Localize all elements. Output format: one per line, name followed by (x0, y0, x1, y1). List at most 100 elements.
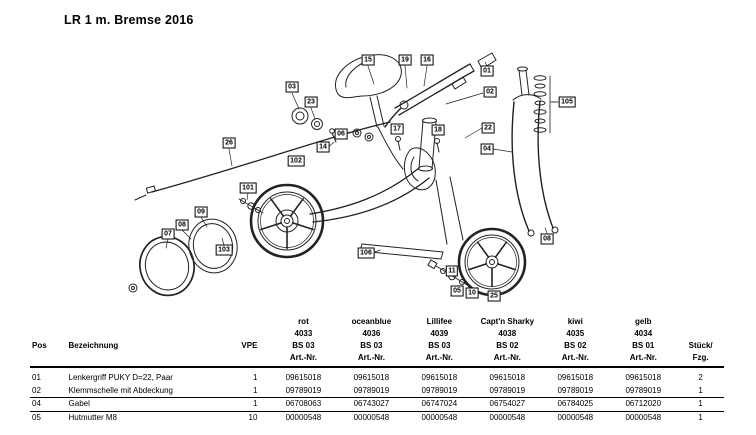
header-cell: 4036 (362, 329, 381, 338)
header-cell (677, 316, 724, 328)
table-cell: 09789019 (625, 385, 662, 395)
header-cell (66, 352, 235, 368)
part-label-08: 08 (175, 219, 189, 231)
table-cell: 09615018 (421, 373, 458, 382)
table-cell: 1 (252, 373, 258, 382)
part-label-17: 17 (390, 123, 404, 135)
table-cell: 2 (698, 373, 703, 382)
table-cell: 1 (252, 385, 258, 395)
header-cell: BS 02 (564, 341, 587, 350)
diagram-drawing (128, 52, 561, 297)
part-label-26: 26 (222, 137, 236, 149)
table-cell: 06747024 (405, 397, 474, 411)
table-cell: 09789019 (489, 385, 526, 395)
header-cell: Fzg. (677, 352, 724, 368)
table-cell: Hutmutter M8 (66, 410, 235, 424)
header-cell: BS 03 (360, 341, 383, 350)
header-cell: BS 02 (496, 341, 519, 350)
part-label-23: 23 (304, 96, 318, 108)
table-cell: 09615018 (557, 373, 594, 382)
header-cell: Art.-Nr. (473, 352, 542, 368)
header-cell: Stück/ (688, 341, 713, 350)
header-cell: 4038 (498, 329, 517, 338)
table-header-row: Art.-Nr.Art.-Nr.Art.-Nr.Art.-Nr.Art.-Nr.… (30, 352, 724, 368)
part-label-103: 103 (215, 244, 233, 256)
header-cell: Capt'n Sharky (480, 317, 535, 326)
header-cell (235, 316, 269, 328)
table-cell: 06712020 (609, 397, 678, 411)
table-row: 01 Lenkergriff PUKY D=22, Paar 1 09615018 09… (30, 367, 724, 385)
part-label-08: 08 (540, 233, 554, 245)
header-cell: Art.-Nr. (337, 352, 406, 368)
header-cell: 4033 (294, 329, 313, 338)
table-cell: 09615018 (625, 373, 662, 382)
table-cell: Lenkergriff PUKY D=22, Paar (68, 373, 173, 382)
header-cell: Art.-Nr. (269, 352, 338, 368)
header-cell (30, 316, 67, 328)
table-cell: 00000548 (609, 410, 678, 424)
table-cell: 06708063 (269, 397, 338, 411)
header-cell: Art.-Nr. (541, 352, 610, 368)
part-label-105: 105 (558, 96, 576, 108)
table-cell: 06784025 (541, 397, 610, 411)
table-cell: 00000548 (405, 410, 474, 424)
part-label-03: 03 (285, 81, 299, 93)
table-cell: 06743027 (337, 397, 406, 411)
header-cell: 4039 (430, 329, 449, 338)
table-cell: 09789019 (285, 385, 322, 395)
header-cell (677, 328, 724, 340)
header-cell: Pos (32, 341, 47, 350)
table-header: rot oceanblue Lillifee Capt'n Sharky kiwi gel… (30, 316, 724, 368)
header-cell (30, 352, 67, 368)
table-cell: 04 (30, 397, 67, 411)
header-cell: kiwi (567, 317, 583, 326)
header-cell: Lillifee (426, 317, 453, 326)
header-cell: BS 03 (428, 341, 451, 350)
part-label-07: 07 (161, 228, 175, 240)
table-cell: 00000548 (473, 410, 542, 424)
part-label-11: 11 (445, 265, 459, 277)
header-cell: gelb (635, 317, 652, 326)
part-label-05: 05 (450, 285, 464, 297)
table-cell: Klemmschelle mit Abdeckung (68, 385, 174, 395)
part-label-04: 04 (480, 143, 494, 155)
part-label-15: 15 (361, 54, 375, 66)
part-label-19: 19 (398, 54, 412, 66)
parts-table: rot oceanblue Lillifee Capt'n Sharky kiwi gel… (30, 316, 724, 424)
part-label-16: 16 (420, 54, 434, 66)
header-cell (67, 328, 235, 340)
table-cell: 1 (677, 410, 724, 424)
part-label-01: 01 (480, 65, 494, 77)
header-cell: oceanblue (351, 317, 392, 326)
table-cell: 1 (234, 397, 270, 411)
table-cell: 06754027 (473, 397, 542, 411)
table-cell: 00000548 (541, 410, 610, 424)
table-cell: 01 (32, 373, 41, 382)
table-cell: Gabel (66, 397, 235, 411)
header-cell (30, 328, 67, 340)
table-cell: 09615018 (489, 373, 526, 382)
header-cell: Art.-Nr. (609, 352, 678, 368)
table-cell: 09615018 (285, 373, 322, 382)
header-cell: BS 03 (292, 341, 315, 350)
table-cell: 10 (234, 410, 270, 424)
header-cell: 4034 (634, 329, 653, 338)
page-title: LR 1 m. Bremse 2016 (64, 13, 194, 27)
header-cell (235, 328, 269, 340)
part-label-101: 101 (239, 182, 257, 194)
table-cell: 09789019 (557, 385, 594, 395)
table-cell: 05 (30, 410, 67, 424)
header-cell: rot (298, 317, 309, 326)
part-label-25: 25 (487, 290, 501, 302)
table-cell: 09789019 (421, 385, 458, 395)
header-cell (67, 316, 235, 328)
table-cell: 09789019 (353, 385, 390, 395)
header-cell: Art.-Nr. (405, 352, 474, 368)
table-cell: 1 (677, 397, 724, 411)
table-cell: 09615018 (353, 373, 390, 382)
